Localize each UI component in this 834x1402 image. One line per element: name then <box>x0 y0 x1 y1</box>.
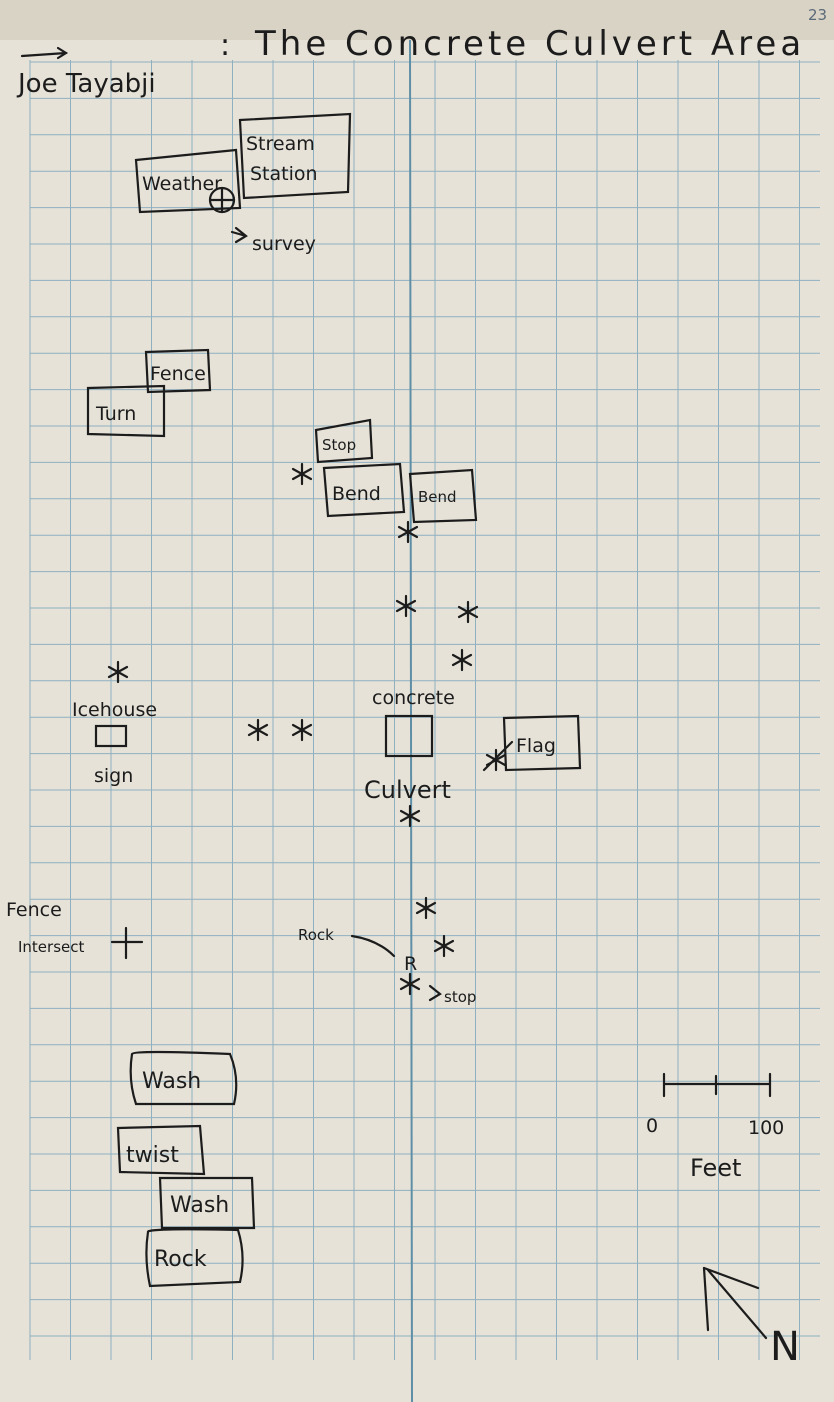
rock-leader-line <box>350 934 396 958</box>
turn-box: Turn <box>86 384 166 438</box>
bend-label-1: Bend <box>332 483 381 505</box>
fence-intersect-label-1: Fence <box>6 899 62 921</box>
fence-box: Fence <box>144 348 212 394</box>
asterisk-icon <box>451 648 473 672</box>
north-arrow-icon: N <box>702 1266 800 1370</box>
rock-box: Rock <box>145 1228 244 1288</box>
sign-label: sign <box>94 765 133 787</box>
wash-box-1: Wash <box>129 1050 238 1106</box>
stop-label: Stop <box>322 436 356 454</box>
asterisk-icon <box>397 520 419 544</box>
title-text: The Concrete Culvert Area <box>254 24 805 64</box>
north-label: N <box>770 1324 800 1370</box>
scale-bar: 0 100 Feet <box>646 1072 784 1182</box>
page-title: Joe Tayabji : The Concrete Culvert Area <box>16 24 805 99</box>
rock-letter: R <box>404 953 417 975</box>
page-number: 23 <box>808 6 827 24</box>
scale-start: 0 <box>646 1115 658 1137</box>
asterisk-icon <box>107 660 129 684</box>
survey-label: survey <box>252 233 316 255</box>
wash-label-1: Wash <box>142 1069 201 1094</box>
weather-label: Weather <box>142 173 222 195</box>
asterisk-icon <box>291 718 313 742</box>
survey-marker-icon <box>208 186 236 214</box>
wash-box-2: Wash <box>158 1176 256 1230</box>
scale-unit: Feet <box>690 1154 741 1182</box>
rock-label: Rock <box>154 1247 207 1272</box>
flag-label: Flag <box>516 735 556 757</box>
asterisk-icon <box>485 748 507 772</box>
fence-label: Fence <box>150 363 206 385</box>
bend-label-2: Bend <box>418 488 457 506</box>
asterisk-icon <box>433 934 455 958</box>
arrow-icon <box>230 226 248 244</box>
stop-box: Stop <box>314 418 374 464</box>
stop-bottom-label: stop <box>444 988 476 1006</box>
asterisk-icon <box>291 462 313 486</box>
concrete-label: concrete <box>372 687 455 709</box>
asterisk-icon <box>415 896 437 920</box>
culvert-label: Culvert <box>364 776 451 804</box>
graph-paper-grid <box>29 39 820 1402</box>
flag-box: Flag <box>502 714 582 772</box>
asterisk-icon <box>395 594 417 618</box>
twist-box: twist <box>116 1124 206 1176</box>
asterisk-icon <box>399 972 421 996</box>
turn-label: Turn <box>95 403 136 425</box>
arrow-icon <box>428 984 442 1002</box>
bend-box-1: Bend <box>322 462 406 518</box>
station-label: Station <box>250 163 318 185</box>
waypoint-markers <box>107 462 507 996</box>
bend-box-2: Bend <box>408 468 478 524</box>
asterisk-icon <box>399 804 421 828</box>
icehouse-icon <box>94 724 128 748</box>
flag-leader-line <box>482 740 514 772</box>
weather-station: Weather <box>134 148 242 214</box>
stream-station: Stream Station <box>238 112 352 200</box>
cross-icon <box>110 926 144 960</box>
culvert-icon <box>384 714 434 758</box>
fence-intersect-label-2: Intersect <box>18 938 84 956</box>
twist-label: twist <box>126 1143 179 1168</box>
scale-end: 100 <box>748 1117 784 1139</box>
icehouse-label: Icehouse <box>72 699 157 721</box>
title-separator: : <box>220 28 234 63</box>
wash-label-2: Wash <box>170 1193 229 1218</box>
author-name: Joe Tayabji <box>16 69 156 99</box>
rock-marker-label: Rock <box>298 926 334 944</box>
asterisk-icon <box>247 718 269 742</box>
asterisk-icon <box>457 600 479 624</box>
stream-label: Stream <box>246 133 315 155</box>
